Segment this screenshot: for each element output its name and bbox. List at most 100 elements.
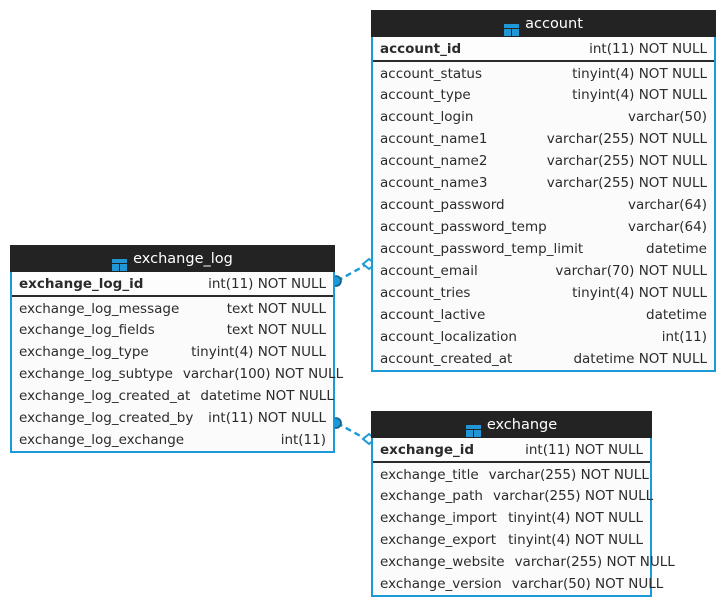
column-name: exchange_log_message — [19, 300, 180, 317]
column-type: varchar(70) NOT NULL — [555, 263, 707, 279]
column-name: account_email — [380, 263, 478, 279]
column-name: exchange_title — [380, 466, 479, 483]
table-row[interactable]: exchange_import tinyint(4) NOT NULL — [373, 507, 650, 529]
entity-header-account[interactable]: account — [371, 10, 716, 37]
entity-title-account: account — [525, 16, 583, 32]
column-name: account_lactive — [380, 307, 486, 323]
column-type: varchar(64) — [627, 197, 707, 213]
table-row[interactable]: account_name2 varchar(255) NOT NULL — [373, 150, 714, 172]
table-icon — [465, 421, 481, 437]
column-type: datetime — [646, 241, 707, 257]
entity-columns-account: account_id int(11) NOT NULL account_stat… — [373, 37, 714, 370]
column-name: account_localization — [380, 329, 517, 345]
column-name: exchange_id — [380, 441, 475, 458]
column-type: varchar(255) NOT NULL — [546, 153, 707, 169]
table-row[interactable]: account_login varchar(50) — [373, 106, 714, 128]
table-row[interactable]: account_password_temp varchar(64) — [373, 216, 714, 238]
table-row[interactable]: account_type tinyint(4) NOT NULL — [373, 84, 714, 106]
entity-table-exchange[interactable]: exchange exchange_id int(11) NOT NULL ex… — [371, 411, 675, 597]
table-row[interactable]: account_tries tinyint(4) NOT NULL — [373, 282, 714, 304]
column-type: datetime NOT NULL — [200, 388, 334, 404]
column-type: tinyint(4) NOT NULL — [508, 510, 643, 526]
column-name: exchange_log_id — [19, 275, 144, 292]
column-name: exchange_log_subtype — [19, 366, 173, 382]
column-name: exchange_version — [380, 576, 502, 592]
relationship-line — [336, 421, 365, 440]
entity-header-exchange[interactable]: exchange — [371, 411, 652, 438]
table-row[interactable]: account_lactive datetime — [373, 304, 714, 326]
column-name: exchange_log_fields — [19, 322, 155, 338]
column-type: tinyint(4) NOT NULL — [572, 285, 707, 301]
table-row[interactable]: account_password_temp_limit datetime — [373, 238, 714, 260]
column-type: varchar(255) NOT NULL — [546, 175, 707, 191]
entity-title-exchange: exchange — [486, 417, 558, 433]
column-type: datetime — [646, 307, 707, 323]
table-row[interactable]: account_localization int(11) — [373, 326, 714, 348]
entity-columns-exchange-log: exchange_log_id int(11) NOT NULL exchang… — [12, 272, 343, 451]
table-row[interactable]: account_name1 varchar(255) NOT NULL — [373, 128, 714, 150]
column-name: account_name2 — [380, 153, 488, 169]
table-row[interactable]: account_created_at datetime NOT NULL — [373, 348, 714, 370]
column-type: int(11) NOT NULL — [525, 441, 643, 458]
entity-table-exchange-log[interactable]: exchange_log exchange_log_id int(11) NOT… — [10, 245, 343, 453]
column-name: account_type — [380, 87, 471, 103]
column-type: varchar(255) NOT NULL — [546, 131, 707, 147]
column-type: varchar(255) NOT NULL — [488, 466, 649, 483]
table-row[interactable]: account_status tinyint(4) NOT NULL — [373, 62, 714, 84]
column-type: varchar(50) NOT NULL — [511, 576, 664, 592]
column-name: account_name3 — [380, 175, 488, 191]
table-row[interactable]: exchange_export tinyint(4) NOT NULL — [373, 529, 650, 551]
table-row[interactable]: exchange_log_fields text NOT NULL — [12, 319, 333, 341]
column-type: tinyint(4) NOT NULL — [572, 65, 707, 82]
column-name: exchange_export — [380, 532, 496, 548]
table-row[interactable]: exchange_log_type tinyint(4) NOT NULL — [12, 341, 333, 363]
column-type: varchar(100) NOT NULL — [182, 366, 344, 382]
column-type: tinyint(4) NOT NULL — [508, 532, 643, 548]
column-type: text NOT NULL — [226, 322, 326, 338]
column-type: varchar(255) NOT NULL — [514, 554, 675, 570]
column-name: account_name1 — [380, 131, 488, 147]
column-row-primary-key[interactable]: exchange_log_id int(11) NOT NULL — [12, 272, 333, 297]
column-row-primary-key[interactable]: account_id int(11) NOT NULL — [373, 37, 714, 62]
column-type: int(11) — [661, 329, 707, 345]
column-name: account_password_temp — [380, 219, 547, 235]
table-row[interactable]: exchange_log_exchange int(11) — [12, 429, 333, 451]
column-name: exchange_website — [380, 554, 505, 570]
column-type: int(11) NOT NULL — [589, 40, 707, 57]
table-row[interactable]: exchange_log_created_by int(11) NOT NULL — [12, 407, 333, 429]
column-row-primary-key[interactable]: exchange_id int(11) NOT NULL — [373, 438, 650, 463]
table-row[interactable]: exchange_website varchar(255) NOT NULL — [373, 551, 675, 573]
column-type: varchar(255) NOT NULL — [492, 488, 654, 504]
column-name: account_password_temp_limit — [380, 241, 584, 257]
column-name: account_tries — [380, 285, 471, 301]
table-row[interactable]: exchange_version varchar(50) NOT NULL — [373, 573, 663, 595]
column-type: int(11) NOT NULL — [208, 410, 326, 426]
table-icon — [112, 255, 128, 271]
column-name: exchange_log_type — [19, 344, 149, 360]
table-row[interactable]: account_name3 varchar(255) NOT NULL — [373, 172, 714, 194]
table-row[interactable]: exchange_log_created_at datetime NOT NUL… — [12, 385, 334, 407]
entity-header-exchange-log[interactable]: exchange_log — [10, 245, 335, 272]
table-row[interactable]: exchange_path varchar(255) NOT NULL — [373, 485, 654, 507]
table-row[interactable]: account_password varchar(64) — [373, 194, 714, 216]
table-row[interactable]: exchange_log_message text NOT NULL — [12, 297, 333, 319]
table-row[interactable]: exchange_title varchar(255) NOT NULL — [373, 463, 650, 485]
table-icon — [504, 20, 520, 36]
column-type: tinyint(4) NOT NULL — [572, 87, 707, 103]
column-type: text NOT NULL — [226, 300, 326, 317]
column-name: exchange_path — [380, 488, 483, 504]
column-type: int(11) NOT NULL — [208, 275, 326, 292]
entity-columns-exchange: exchange_id int(11) NOT NULL exchange_ti… — [373, 438, 675, 595]
column-type: datetime NOT NULL — [573, 351, 707, 367]
column-type: int(11) — [280, 432, 326, 448]
table-row[interactable]: account_email varchar(70) NOT NULL — [373, 260, 714, 282]
column-name: exchange_log_created_by — [19, 410, 194, 426]
column-name: account_id — [380, 40, 462, 57]
column-type: varchar(64) — [627, 219, 707, 235]
entity-table-account[interactable]: account account_id int(11) NOT NULL acco… — [371, 10, 716, 372]
table-row[interactable]: exchange_log_subtype varchar(100) NOT NU… — [12, 363, 343, 385]
column-name: exchange_log_exchange — [19, 432, 185, 448]
column-name: exchange_log_created_at — [19, 388, 191, 404]
column-name: account_created_at — [380, 351, 513, 367]
